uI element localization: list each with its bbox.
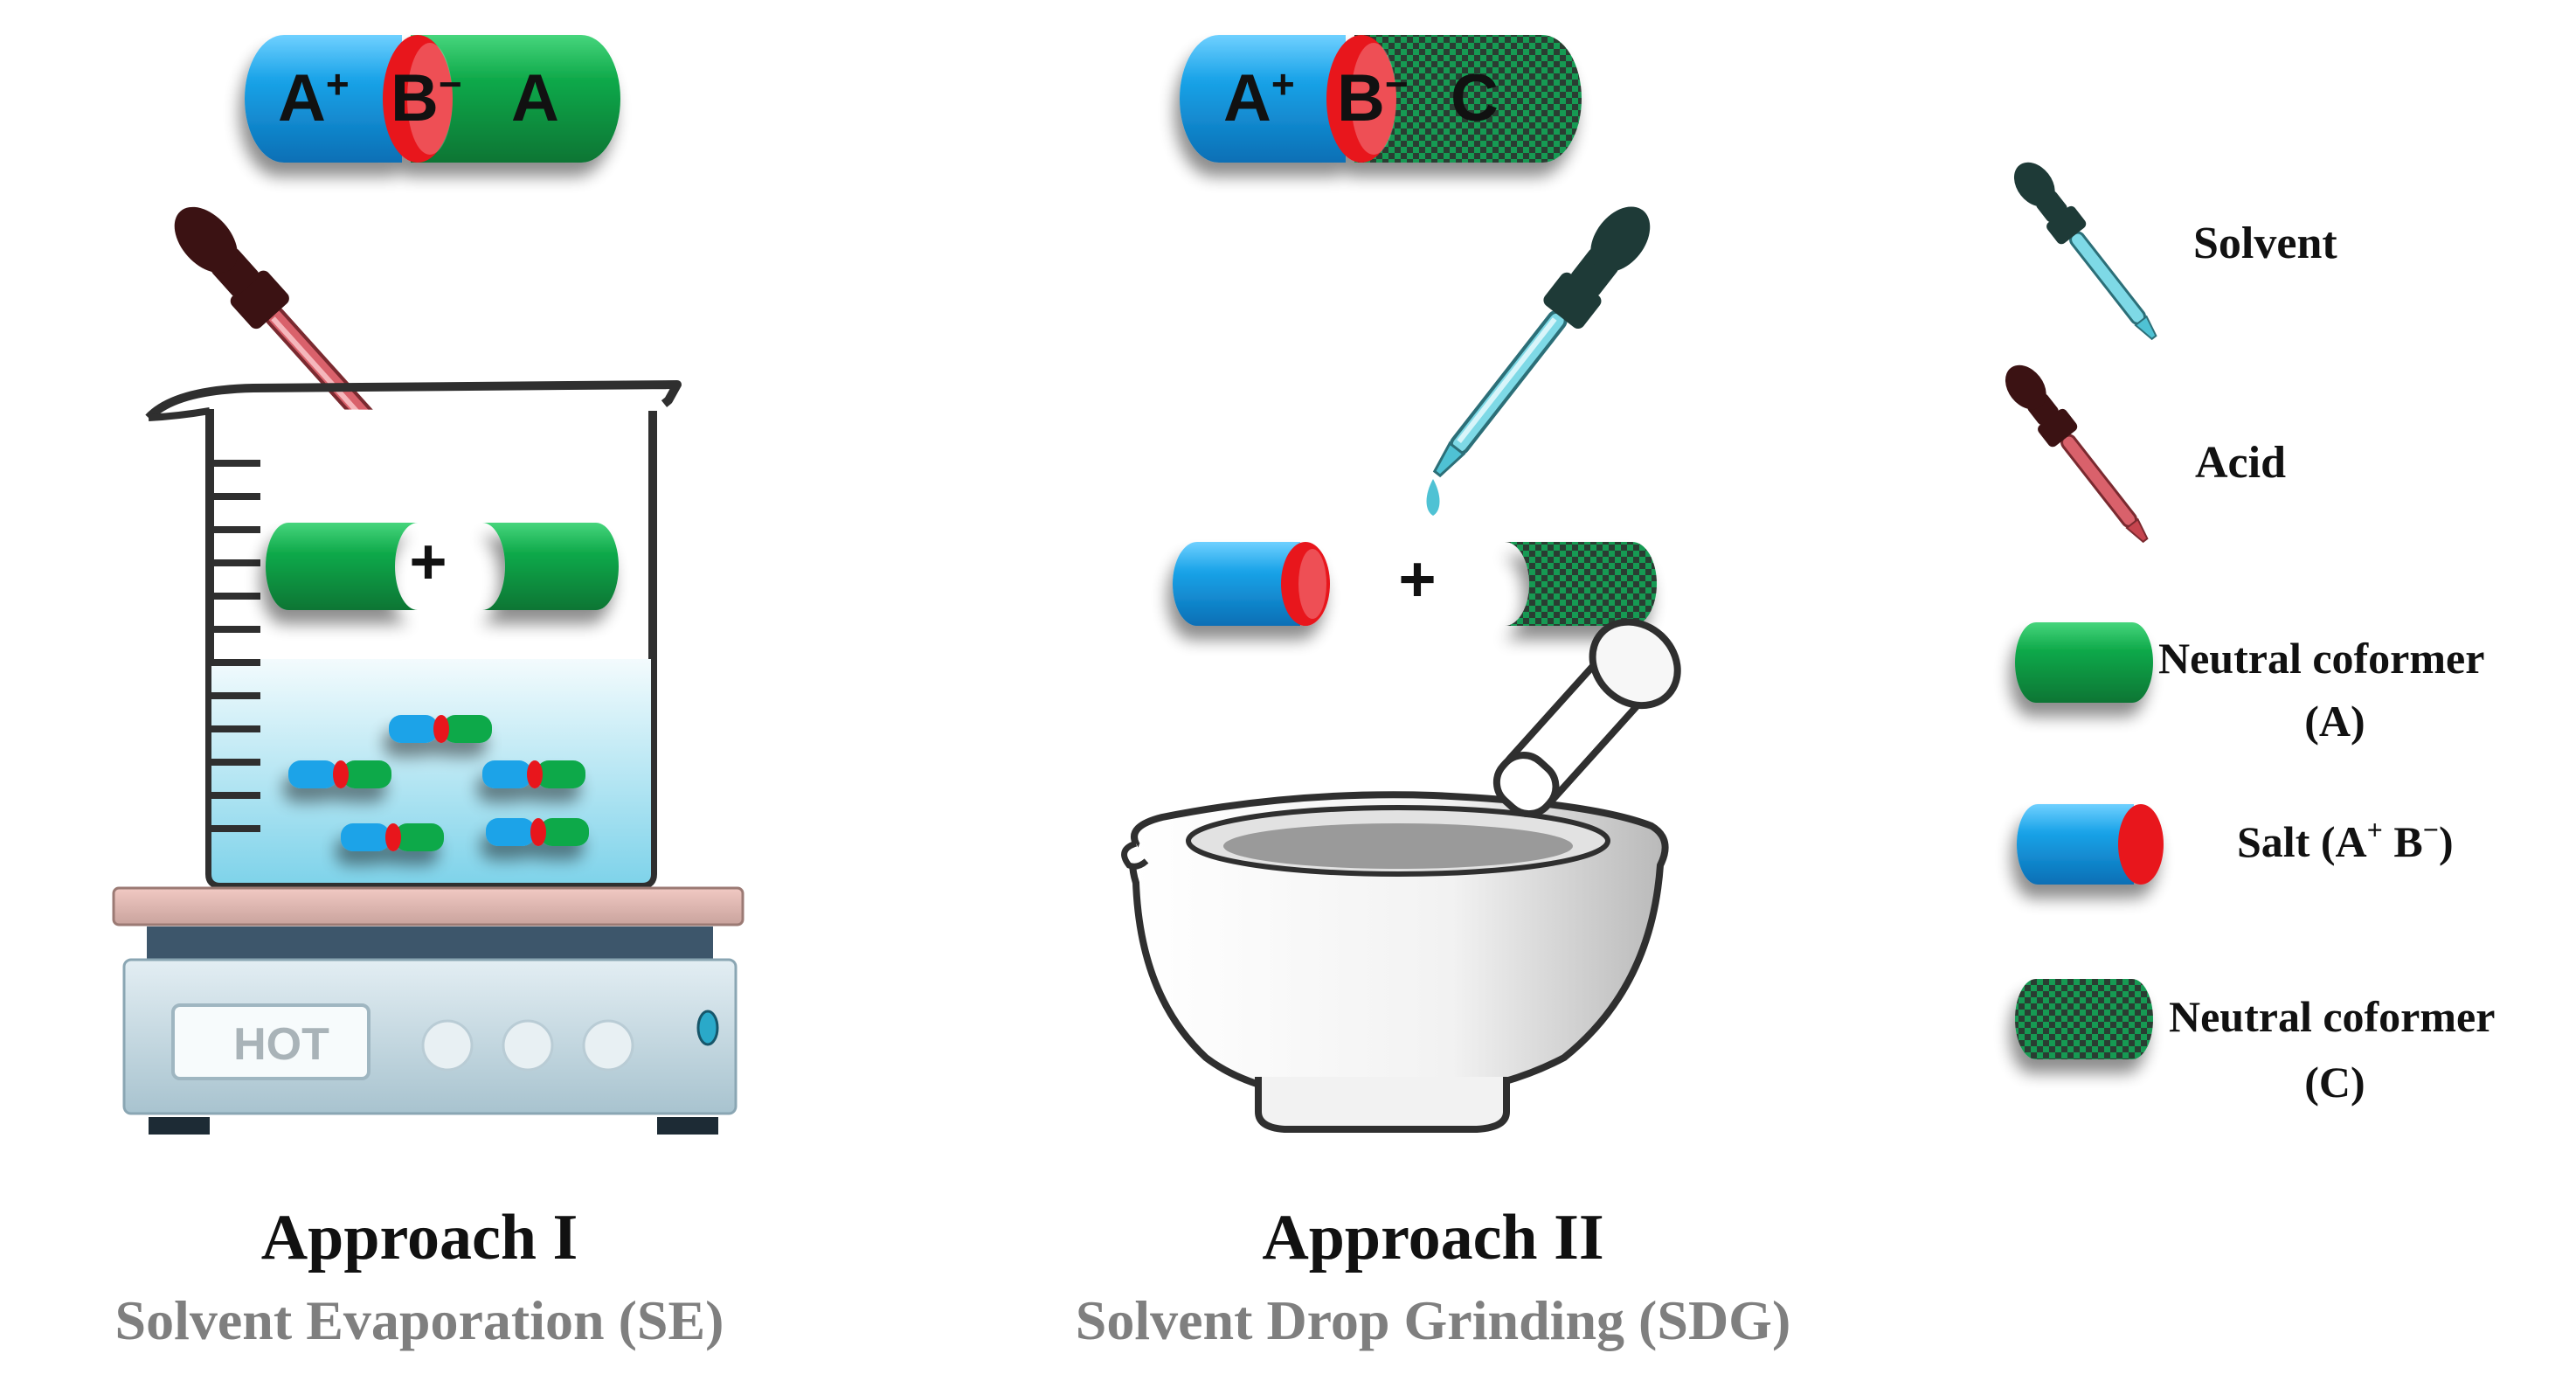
hotplate-knob (502, 1019, 554, 1072)
mini-unit (486, 818, 589, 846)
se-coformer-label: A (511, 61, 559, 135)
legend-neutral-a-line1: Neutral coformer (2158, 634, 2484, 683)
legend-salt-label: Salt (A+ B−) (2237, 814, 2454, 866)
solvent-dropper-icon (1432, 206, 1651, 478)
legend-neutral-c-cylinder (2015, 979, 2153, 1059)
approach-1-title: Approach I (261, 1202, 578, 1273)
legend-neutral-c-line2: (C) (2304, 1058, 2365, 1107)
beaker-coformer-a-left (266, 523, 418, 610)
legend-acid-dropper-icon (2005, 364, 2149, 544)
beaker (145, 380, 682, 889)
mortar-and-pestle (1121, 618, 1681, 1133)
beaker-coformer-a-right (482, 523, 619, 610)
approach-2-title: Approach II (1262, 1202, 1603, 1273)
mini-unit (389, 715, 492, 743)
hotplate (112, 886, 744, 1135)
top-cylinder-se (245, 35, 620, 163)
approach-2-subtitle: Solvent Drop Grinding (SDG) (1076, 1289, 1791, 1351)
mini-unit (341, 823, 444, 851)
legend-solvent-dropper-icon (2013, 162, 2157, 341)
hotplate-knob (582, 1019, 634, 1072)
se-cation-label: A+ (278, 61, 350, 135)
mid-neutral-c-cylinder (1505, 542, 1657, 626)
se-anion-label: B− (391, 61, 462, 135)
hotplate-display (171, 1003, 370, 1080)
top-cylinder-sdg (1180, 35, 1582, 163)
legend-solvent-label: Solvent (2193, 219, 2337, 268)
hotplate-knob (421, 1019, 474, 1072)
hotplate-label: HOT (233, 1019, 329, 1070)
sdg-cation-label: A+ (1223, 61, 1295, 135)
mid-salt-cylinder (1173, 542, 1330, 626)
legend-acid-label: Acid (2195, 438, 2286, 488)
mini-unit (288, 760, 391, 788)
legend-salt-cylinder (2017, 804, 2164, 885)
salt-coformer-units (288, 715, 589, 851)
legend-neutral-a-line2: (A) (2304, 697, 2365, 746)
legend-neutral-a-cylinder (2015, 622, 2153, 703)
hotplate-indicator-light (696, 1010, 719, 1046)
approach-1-subtitle: Solvent Evaporation (SE) (115, 1289, 724, 1351)
solvent-drop (1426, 479, 1440, 516)
legend: Solvent Acid Neutral coformer (A) Salt (… (2005, 162, 2495, 1107)
legend-neutral-c-line1: Neutral coformer (2169, 992, 2495, 1041)
mid-plus-sign: + (1398, 543, 1436, 615)
sdg-coformer-label: C (1451, 61, 1499, 135)
mini-unit (482, 760, 585, 788)
sdg-anion-label: B− (1337, 61, 1409, 135)
beaker-plus-sign: + (409, 525, 447, 598)
